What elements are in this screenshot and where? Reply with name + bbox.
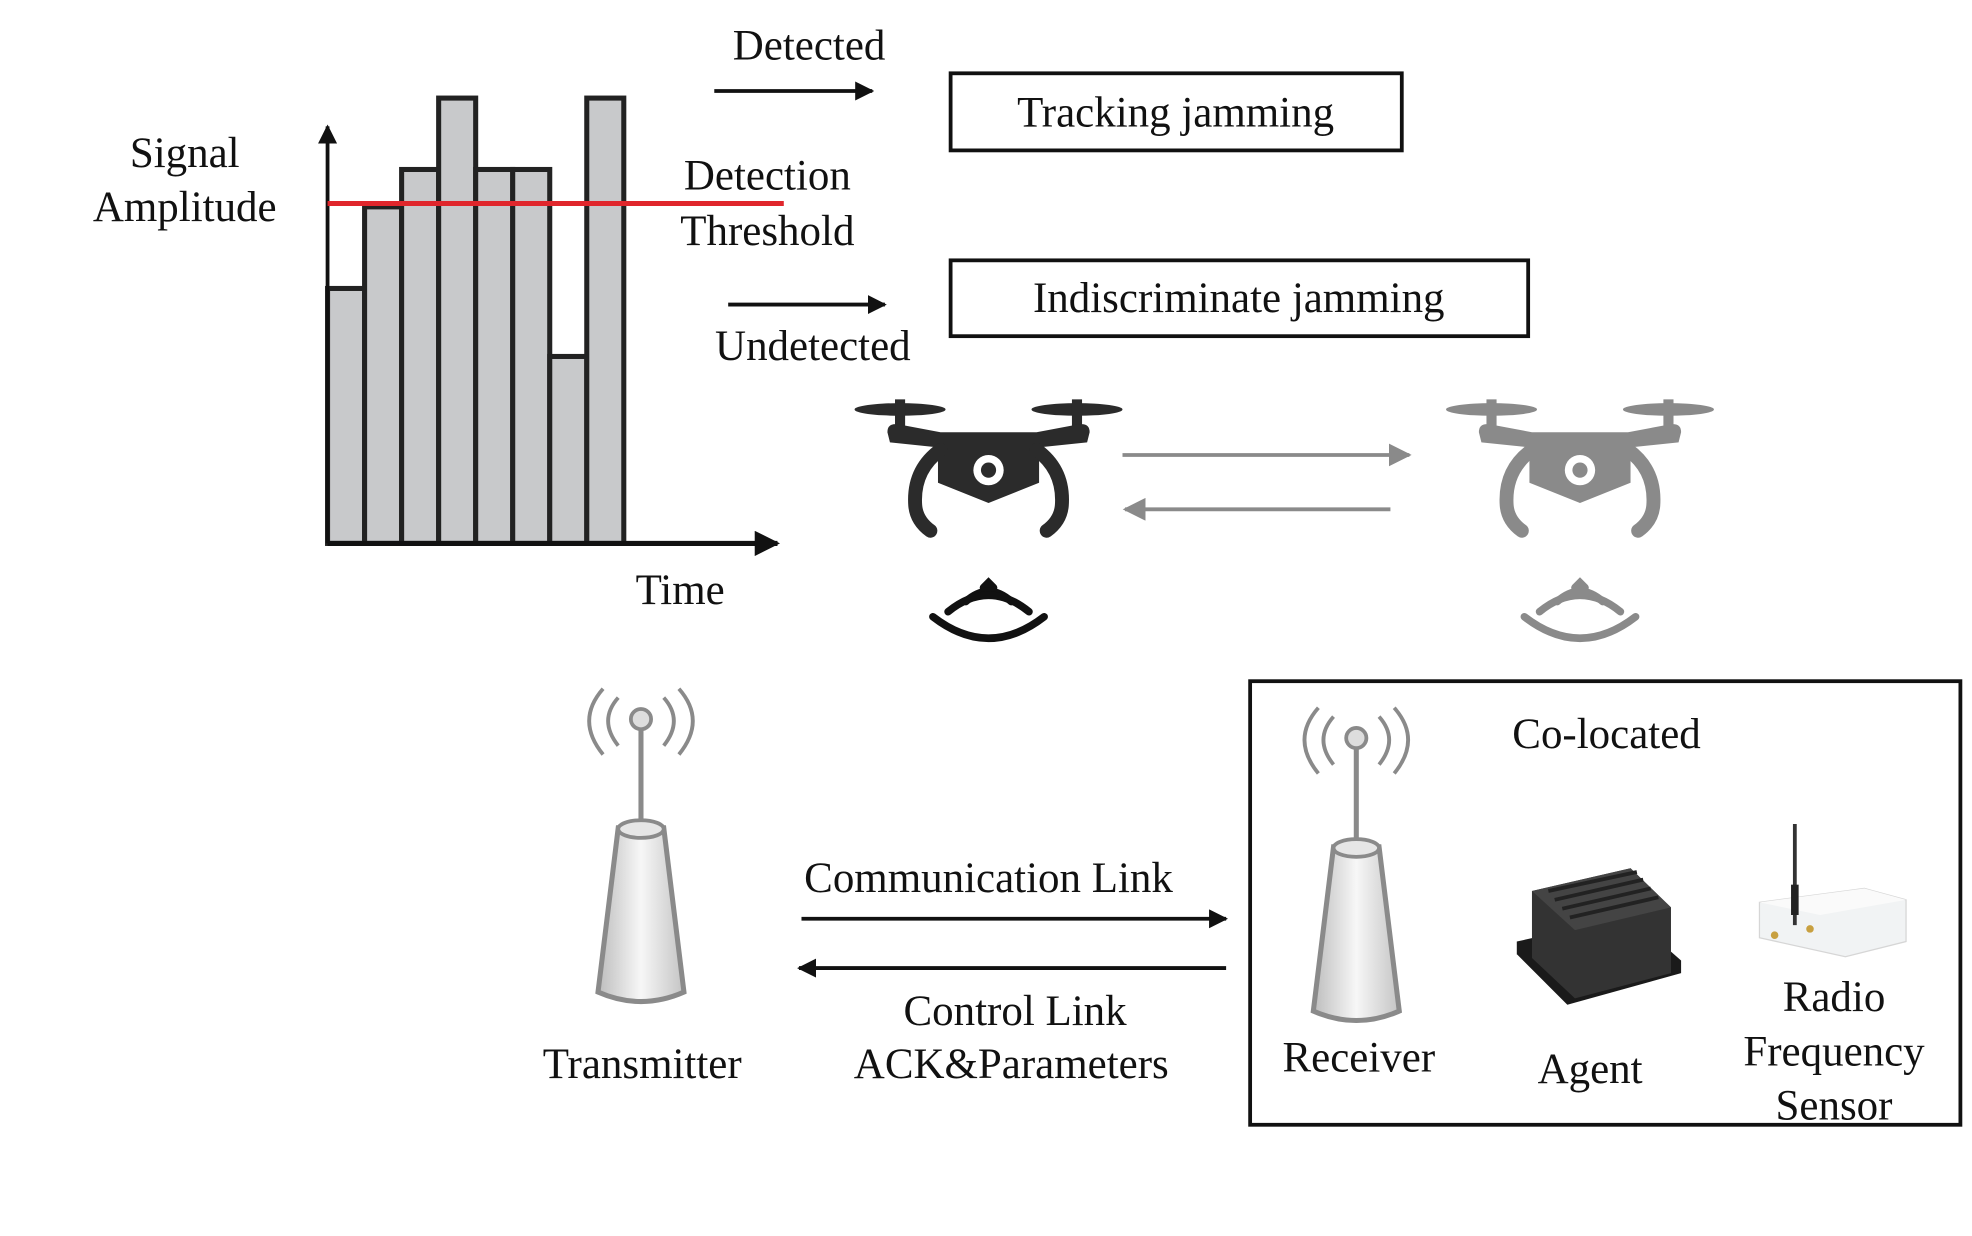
y-axis-label-line1: Signal xyxy=(130,130,240,177)
drone-icon-secondary xyxy=(1446,399,1714,538)
receiver-label: Receiver xyxy=(1283,1035,1436,1082)
amplitude-bar xyxy=(584,95,627,546)
communication-link-label: Communication Link xyxy=(804,855,1173,902)
x-axis-label: Time xyxy=(636,567,725,614)
control-link-label: Control Link xyxy=(904,988,1128,1035)
indiscriminate-jamming-box xyxy=(948,258,1531,339)
drone-icon xyxy=(854,399,1123,538)
detected-label: Detected xyxy=(733,22,886,69)
tracking-jamming-label: Tracking jamming xyxy=(1017,89,1334,136)
signal-amplitude-chart xyxy=(325,95,627,546)
amplitude-bar xyxy=(436,95,479,546)
agent-device-icon xyxy=(1516,868,1682,1005)
rf-sensor-device-icon xyxy=(1758,824,1907,958)
amplitude-bar xyxy=(473,166,516,546)
co-located-label: Co-located xyxy=(1512,711,1700,758)
tracking-jamming-box xyxy=(948,71,1404,153)
transmitter-antenna-icon xyxy=(587,687,695,1005)
amplitude-bar xyxy=(547,353,590,546)
threshold-label-line1: Detection xyxy=(684,153,851,200)
amplitude-bar xyxy=(325,285,368,546)
wireless-signal-icon-secondary xyxy=(1520,577,1640,643)
amplitude-bar xyxy=(362,204,405,546)
y-axis-label-line2: Amplitude xyxy=(93,184,277,231)
rf-sensor-label-line1: Radio xyxy=(1783,974,1886,1021)
amplitude-bar xyxy=(399,166,442,546)
co-located-box xyxy=(1248,679,1963,1127)
transmitter-label: Transmitter xyxy=(543,1041,742,1088)
rf-sensor-label-line3: Sensor xyxy=(1776,1083,1893,1130)
ack-parameters-label: ACK&Parameters xyxy=(854,1041,1169,1088)
undetected-label: Undetected xyxy=(715,323,911,370)
indiscriminate-jamming-label: Indiscriminate jamming xyxy=(1033,275,1445,322)
threshold-label-line2: Threshold xyxy=(680,208,854,255)
amplitude-bar xyxy=(510,166,553,546)
agent-label: Agent xyxy=(1538,1046,1643,1093)
rf-sensor-label-line2: Frequency xyxy=(1743,1028,1925,1075)
wireless-signal-icon xyxy=(929,577,1048,643)
receiver-antenna-icon xyxy=(1302,706,1410,1024)
